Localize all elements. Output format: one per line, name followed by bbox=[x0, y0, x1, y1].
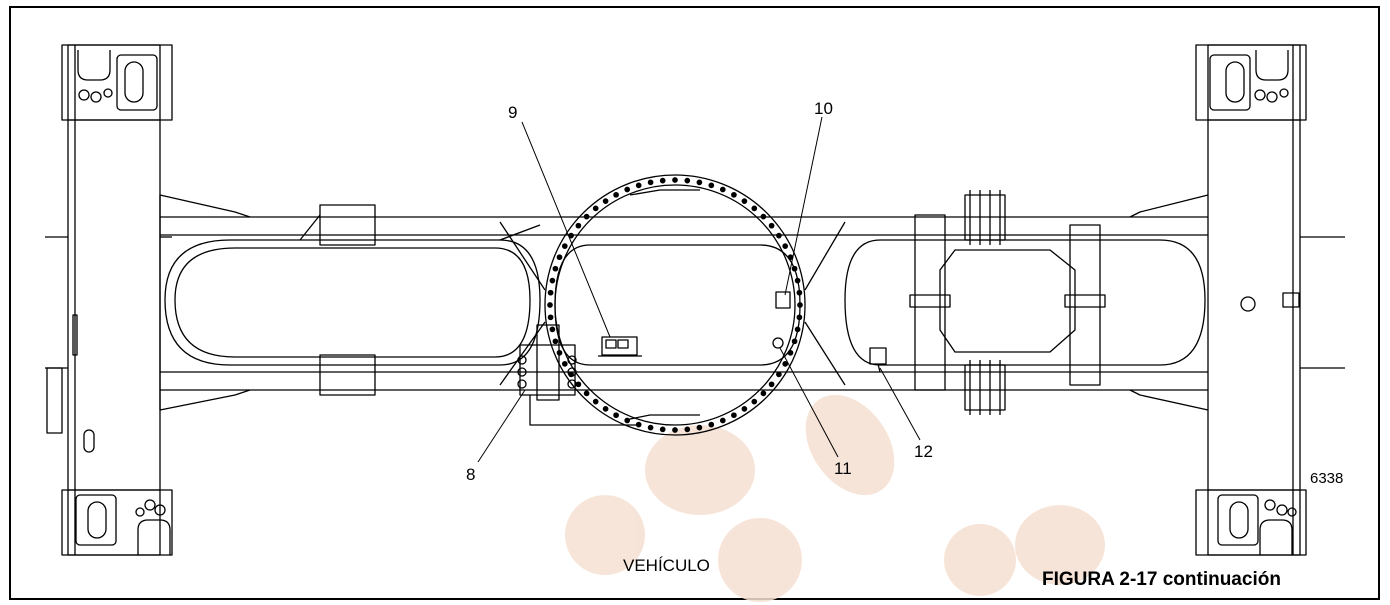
right-outrigger-box bbox=[1195, 44, 1307, 556]
right-frame-opening bbox=[844, 239, 1206, 366]
bolt-hole bbox=[613, 412, 619, 419]
figure-caption: VEHÍCULO bbox=[623, 556, 710, 575]
bolt-hole bbox=[741, 406, 748, 412]
bolt-hole bbox=[787, 349, 794, 356]
bolt-hole bbox=[782, 361, 789, 367]
bolt-hole bbox=[696, 424, 703, 431]
bolt-hole bbox=[794, 277, 801, 284]
bolt-hole bbox=[684, 426, 691, 433]
bolt-hole bbox=[776, 371, 782, 378]
callout-8: 8 bbox=[466, 465, 476, 484]
bolt-hole bbox=[547, 289, 554, 296]
bolt-hole bbox=[696, 179, 703, 186]
bolt-hole bbox=[624, 417, 631, 424]
bolt-hole bbox=[796, 289, 803, 296]
bolt-hole bbox=[583, 213, 590, 220]
callout-9: 9 bbox=[508, 103, 518, 122]
bolt-hole bbox=[731, 191, 737, 198]
valve-bank-component bbox=[517, 324, 640, 426]
bolt-hole bbox=[751, 205, 758, 212]
bolt-hole bbox=[556, 254, 563, 261]
bolt-hole bbox=[672, 177, 678, 183]
bolt-hole bbox=[547, 314, 554, 321]
bolt-hole bbox=[760, 390, 767, 397]
swivel-box-component bbox=[598, 336, 642, 357]
left-stabilizer-mounts bbox=[299, 204, 376, 396]
bolt-hole bbox=[719, 186, 726, 193]
callout-11: 11 bbox=[834, 459, 852, 478]
callout-10: 10 bbox=[814, 99, 833, 118]
bolt-hole bbox=[659, 177, 666, 184]
component-ten bbox=[775, 291, 791, 309]
bolt-hole bbox=[647, 424, 654, 431]
bolt-hole bbox=[708, 421, 715, 428]
bolt-hole bbox=[613, 191, 619, 198]
bolt-hole bbox=[552, 338, 559, 345]
bolt-hole bbox=[602, 406, 609, 412]
bolt-hole bbox=[561, 243, 568, 249]
callout-leader-lines bbox=[477, 116, 921, 463]
bolt-hole bbox=[791, 265, 798, 272]
main-frame-rails bbox=[45, 194, 1345, 411]
bolt-hole bbox=[760, 213, 767, 220]
bolt-hole bbox=[768, 381, 775, 388]
bolt-hole bbox=[575, 222, 582, 229]
watermark-logo bbox=[565, 394, 1105, 602]
bolt-hole bbox=[549, 277, 556, 284]
bolt-hole bbox=[672, 427, 678, 433]
bolt-hole bbox=[547, 302, 553, 308]
bolt-hole bbox=[602, 198, 609, 204]
drawing-number: 6338 bbox=[1310, 470, 1344, 487]
bolt-hole bbox=[708, 182, 715, 189]
bolt-hole bbox=[791, 338, 798, 345]
bolt-hole bbox=[552, 265, 559, 272]
bolt-hole bbox=[741, 198, 748, 204]
bolt-hole bbox=[719, 417, 726, 424]
bolt-hole bbox=[684, 177, 691, 184]
callout-12: 12 bbox=[914, 442, 933, 461]
bolt-hole bbox=[796, 314, 803, 321]
bolt-hole bbox=[592, 205, 599, 212]
bolt-hole bbox=[561, 361, 568, 367]
bolt-hole bbox=[583, 390, 590, 397]
bolt-hole bbox=[592, 398, 599, 405]
bolt-hole bbox=[659, 426, 666, 433]
bolt-hole bbox=[794, 326, 801, 333]
ring-bolt-holes bbox=[547, 177, 803, 433]
bolt-hole bbox=[797, 302, 803, 308]
left-frame-opening bbox=[164, 224, 541, 366]
component-twelve bbox=[869, 347, 887, 373]
bolt-hole bbox=[776, 232, 782, 239]
bolt-hole bbox=[768, 222, 775, 229]
bolt-hole bbox=[647, 179, 654, 186]
bolt-hole bbox=[782, 243, 789, 249]
bolt-hole bbox=[549, 326, 556, 333]
bolt-hole bbox=[635, 182, 642, 189]
bolt-hole bbox=[751, 398, 758, 405]
bolt-hole bbox=[575, 381, 582, 388]
figure-title: FIGURA 2-17 continuación bbox=[1042, 569, 1281, 590]
component-eleven bbox=[772, 337, 784, 349]
bolt-hole bbox=[731, 412, 737, 419]
bolt-hole bbox=[624, 186, 631, 193]
left-outrigger-box bbox=[46, 44, 173, 556]
rear-axle-assembly bbox=[909, 190, 1106, 415]
